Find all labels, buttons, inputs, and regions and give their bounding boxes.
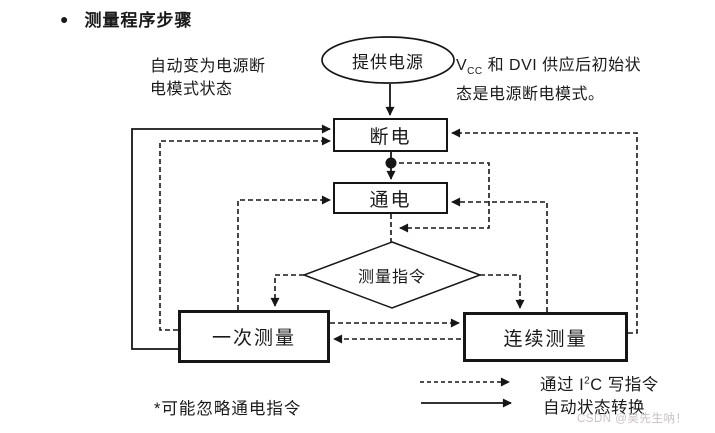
start-ellipse <box>321 36 455 84</box>
start-node-label: 提供电源 <box>352 53 424 72</box>
note-vcc-line2: 态是电源断电模式。 <box>456 86 605 104</box>
footnote: *可能忽略通电指令 <box>154 400 302 418</box>
note-vcc-line1: VCC 和 DVI 供应后初始状 <box>456 57 642 78</box>
node-power-on: 通电 <box>333 182 448 214</box>
note-vcc-initial-state: VCC 和 DVI 供应后初始状 态是电源断电模式。 <box>456 54 641 106</box>
decision-label: 测量指令 <box>357 269 426 286</box>
arrow-poweroff-junction-to-decision-line <box>391 162 490 233</box>
page-title-row: ● 测量程序步骤 <box>60 6 192 31</box>
node-power-off: 断电 <box>333 118 448 152</box>
arrow-single-to-poweroff-solid <box>131 124 331 350</box>
legend-solid-label: 自动状态转换 <box>543 399 645 417</box>
arrow-continuous-to-poweroff <box>451 128 638 334</box>
vcc-subscript: CC <box>467 66 483 78</box>
i2c-superscript: 2 <box>584 375 591 387</box>
node-single-measurement: 一次测量 <box>178 310 330 363</box>
arrow-continuous-to-poweron <box>451 197 548 312</box>
page-title: 测量程序步骤 <box>84 11 193 30</box>
arrow-decision-to-continuous <box>480 274 525 309</box>
legend-dashed-label: 通过 I2C 写指令 <box>540 375 659 395</box>
node-continuous-measurement: 连续测量 <box>463 312 628 362</box>
arrow-single-to-poweroff-dashed <box>159 136 331 331</box>
note-auto-powerdown-line2: 电模式状态 <box>150 81 233 98</box>
note-auto-powerdown: 自动变为电源断 电模式状态 <box>150 55 266 101</box>
arrow-decision-to-single <box>270 274 304 307</box>
decision-diamond <box>301 241 483 309</box>
bullet-icon: ● <box>60 10 69 27</box>
watermark: CSDN @昊先生呐！ <box>577 413 688 425</box>
arrow-single-to-poweron-dashed <box>237 195 331 310</box>
note-auto-powerdown-line1: 自动变为电源断 <box>150 58 266 75</box>
